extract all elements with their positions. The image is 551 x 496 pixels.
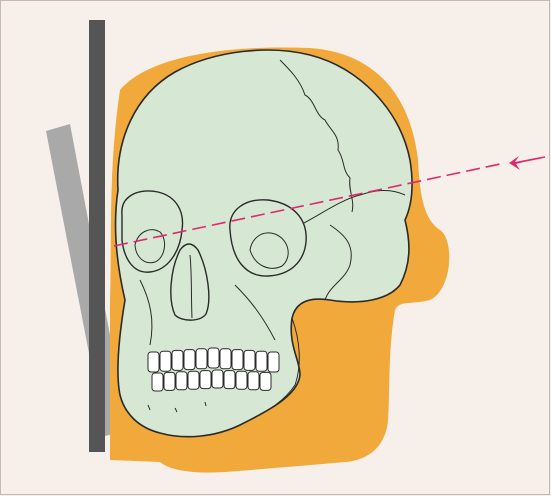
upper-tooth [172,350,183,370]
lower-tooth [224,371,235,389]
lower-tooth [248,372,259,390]
upper-tooth [160,351,171,371]
lower-tooth [200,371,211,389]
image-receptor-plate [89,20,105,452]
upper-tooth [148,352,159,372]
upper-tooth [268,352,279,372]
lower-tooth [236,371,247,389]
right-orbit [230,200,306,276]
lower-tooth [152,373,163,391]
lower-tooth [164,372,175,390]
upper-tooth [208,348,219,368]
upper-tooth [196,349,207,369]
lower-tooth [176,372,187,390]
lower-tooth [260,372,271,390]
upper-tooth [220,349,231,369]
lower-tooth [188,371,199,389]
upper-tooth [256,351,267,371]
upper-tooth [184,350,195,370]
upper-tooth [244,350,255,370]
upper-tooth [232,350,243,370]
lower-tooth [212,370,223,388]
